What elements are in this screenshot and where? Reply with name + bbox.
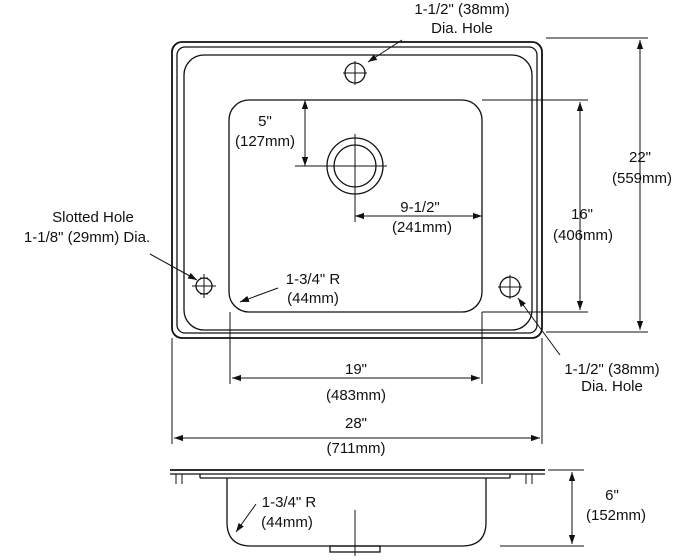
top-hole-kind-label: Dia. Hole <box>431 20 493 37</box>
bowl-depth-inches: 16" <box>571 206 593 223</box>
slotted-hole <box>192 274 216 298</box>
right-hole-size-label: 1-1/2" (38mm) <box>564 361 659 378</box>
side-radius-mm: (44mm) <box>261 514 313 531</box>
accessory-hole-right <box>498 275 522 299</box>
overall-width-inches: 28" <box>345 415 367 432</box>
bowl-radius-inches: 1-3/4" R <box>286 271 341 288</box>
slotted-hole-size: 1-1/8" (29mm) Dia. <box>24 229 150 246</box>
bowl-height-mm: (152mm) <box>586 507 646 524</box>
slotted-hole-title: Slotted Hole <box>52 209 134 226</box>
dimension-lines <box>149 37 648 444</box>
sink-deck <box>183 54 533 331</box>
overall-depth-mm: (559mm) <box>612 170 672 187</box>
bowl-width-inches: 19" <box>345 361 367 378</box>
sink-bowl <box>228 99 483 313</box>
overall-depth-inches: 22" <box>629 149 651 166</box>
drain-side-inches: 9-1/2" <box>400 199 440 216</box>
sink-outer-rim <box>171 41 543 339</box>
sink-rim-edge <box>176 46 538 334</box>
overall-width-mm: (711mm) <box>327 440 386 457</box>
right-hole-kind-label: Dia. Hole <box>581 378 643 395</box>
side-dimension-lines <box>235 469 584 547</box>
drain-side-mm: (241mm) <box>392 219 452 236</box>
bowl-radius-mm: (44mm) <box>287 290 339 307</box>
drain-offset-inches: 5" <box>258 113 272 130</box>
drain-opening <box>323 134 387 222</box>
bowl-depth-mm: (406mm) <box>553 227 613 244</box>
bowl-width-mm: (483mm) <box>326 387 386 404</box>
bowl-profile <box>226 478 487 547</box>
sink-top-view <box>171 41 543 339</box>
side-radius-inches: 1-3/4" R <box>262 494 317 511</box>
top-hole-size-label: 1-1/2" (38mm) <box>414 1 509 18</box>
drain-offset-mm: (127mm) <box>235 133 295 150</box>
bowl-height-inches: 6" <box>605 487 619 504</box>
sink-side-view <box>170 469 545 556</box>
faucet-hole <box>343 61 367 85</box>
annotations: 1-1/2" (38mm) Dia. Hole 5" (127mm) 9-1/2… <box>24 1 672 531</box>
